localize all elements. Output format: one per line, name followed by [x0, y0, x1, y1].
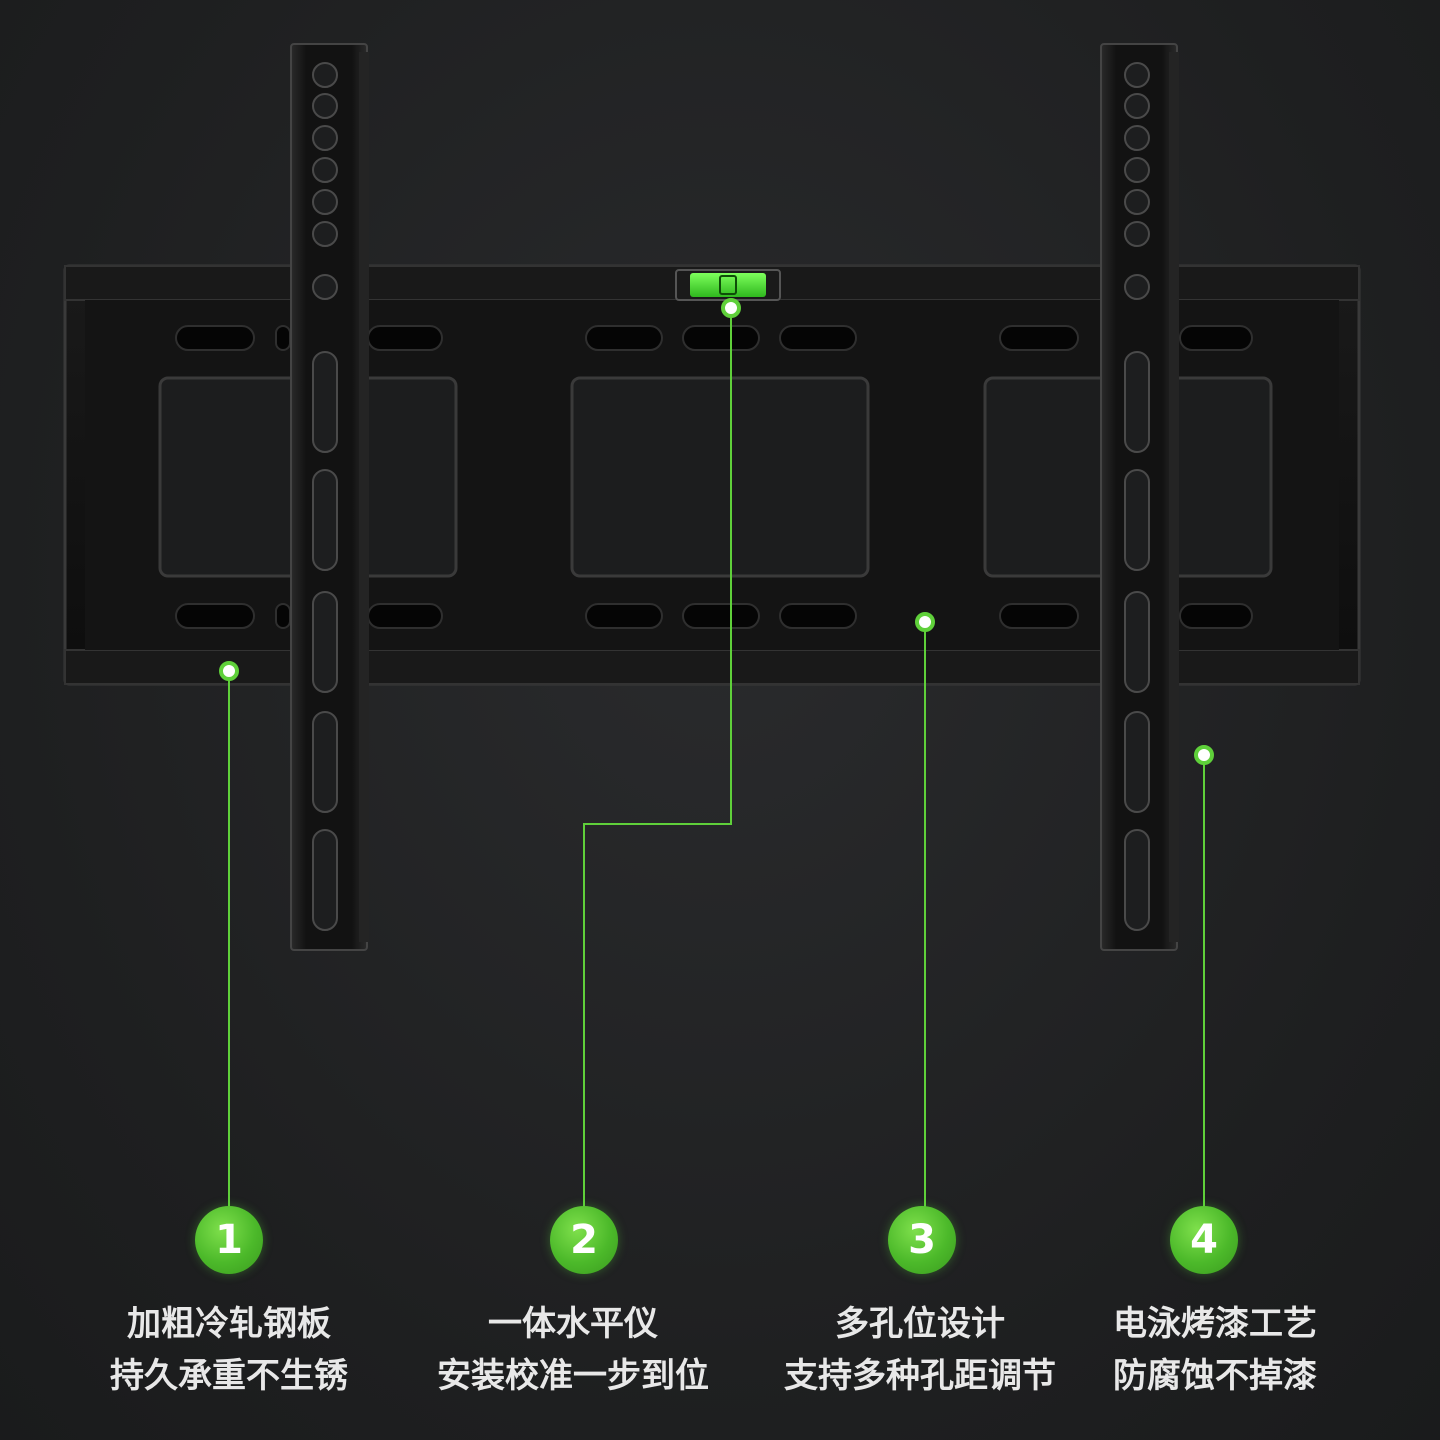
feature-title-4: 电泳烤漆工艺 [1113, 1304, 1317, 1344]
anchor-dot-1 [219, 661, 239, 681]
leader-line-2 [583, 308, 732, 1212]
feature-number-4: 4 [1170, 1206, 1238, 1274]
arm-holes [312, 62, 338, 300]
bubble-level [675, 269, 781, 301]
feature-number-1: 1 [195, 1206, 263, 1274]
arm-slots [1124, 351, 1150, 931]
feature-number-3: 3 [888, 1206, 956, 1274]
feature-caption-2: 一体水平仪 安装校准一步到位 [413, 1298, 733, 1402]
arm-slots [312, 351, 338, 931]
arm-holes [1124, 62, 1150, 300]
feature-number-2: 2 [550, 1206, 618, 1274]
anchor-dots [219, 298, 1214, 765]
feature-subtitle-4: 防腐蚀不掉漆 [1113, 1356, 1317, 1396]
anchor-dot-3 [915, 612, 935, 632]
feature-subtitle-1: 持久承重不生锈 [110, 1356, 348, 1396]
leader-lines [228, 308, 1205, 1212]
feature-caption-3: 多孔位设计 支持多种孔距调节 [760, 1298, 1080, 1402]
feature-caption-4: 电泳烤漆工艺 防腐蚀不掉漆 [1055, 1298, 1375, 1402]
anchor-dot-2 [721, 298, 741, 318]
plate-slots-top [175, 325, 1253, 351]
right-vertical-arm [1100, 43, 1179, 951]
feature-caption-1: 加粗冷轧钢板 持久承重不生锈 [69, 1298, 389, 1402]
anchor-dot-4 [1194, 745, 1214, 765]
feature-subtitle-3: 支持多种孔距调节 [784, 1356, 1056, 1396]
feature-title-1: 加粗冷轧钢板 [127, 1304, 331, 1344]
left-vertical-arm [290, 43, 369, 951]
feature-subtitle-2: 安装校准一步到位 [437, 1356, 709, 1396]
feature-title-2: 一体水平仪 [488, 1304, 658, 1344]
feature-title-3: 多孔位设计 [835, 1304, 1005, 1344]
plate-slots-bottom [175, 603, 1253, 629]
